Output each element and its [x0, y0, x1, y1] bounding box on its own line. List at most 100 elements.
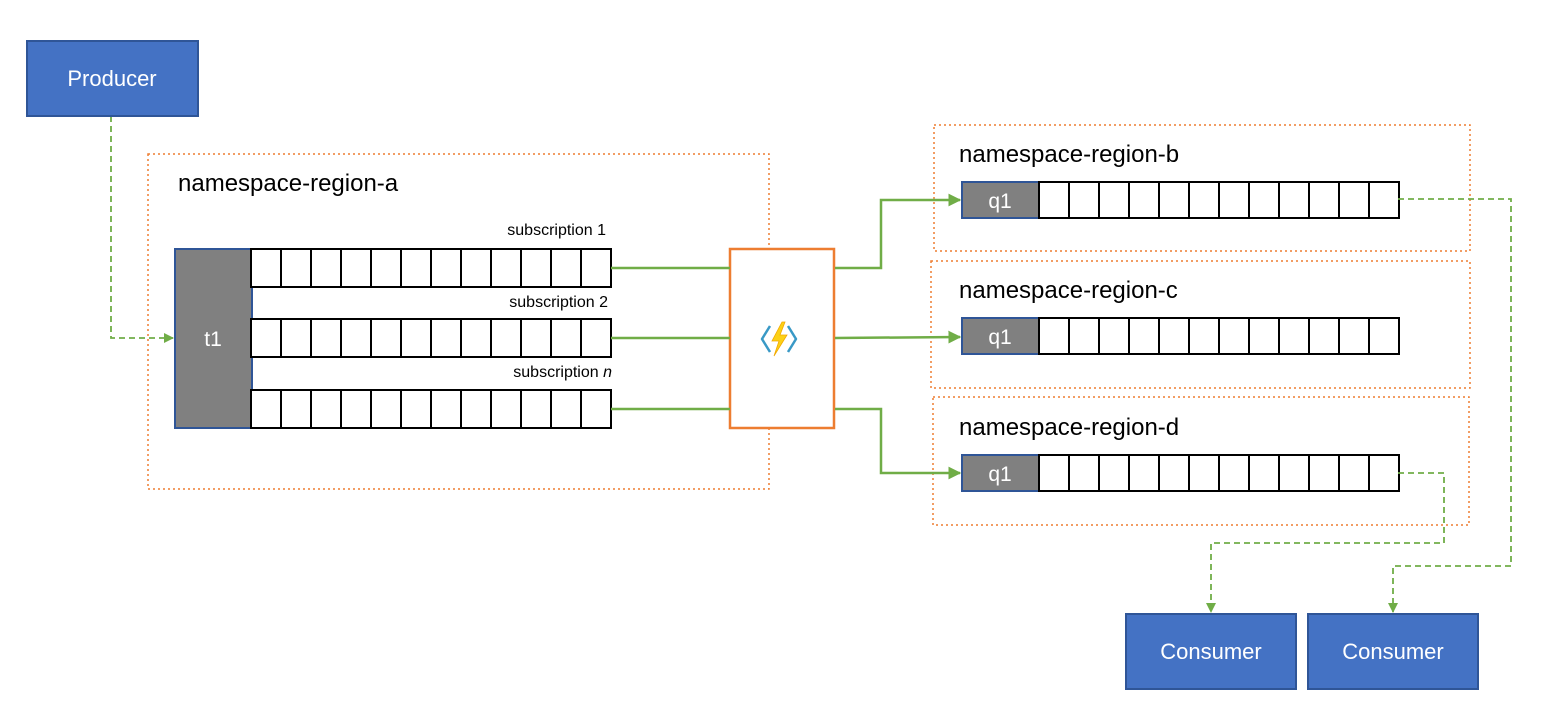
queue-q1-region-b-message-cell: [1158, 181, 1190, 219]
subscription-n-message-cell: [520, 389, 552, 429]
queue-q1-region-b-message-cell: [1278, 181, 1310, 219]
subscription-2-message-cell: [430, 318, 462, 358]
flow-function-to-region-b: [835, 193, 962, 270]
queue-q1-region-c-label: q1: [988, 326, 1011, 349]
queue-q1-region-c-message-cell: [1308, 317, 1340, 355]
subscription-n-message-cell: [310, 389, 342, 429]
queue-q1-region-d-message-cell: [1338, 454, 1370, 492]
subscription-2-message-cell: [310, 318, 342, 358]
subscription-1-message-cell: [580, 248, 612, 288]
subscription-2-message-cell: [550, 318, 582, 358]
queue-q1-region-c-message-cell: [1368, 317, 1400, 355]
namespace-region-c-label: namespace-region-c: [959, 277, 1178, 304]
namespace-region-a-label: namespace-region-a: [178, 170, 399, 197]
consumer-box-2: [1307, 613, 1479, 690]
queue-q1-region-d-message-cell: [1368, 454, 1400, 492]
queue-q1-region-c-message-cell: [1248, 317, 1280, 355]
flow-region-b-to-consumer: [1388, 198, 1512, 613]
subscription-1-message-cell: [460, 248, 492, 288]
subscription-1-message-cell: [250, 248, 282, 288]
namespace-region-d-container: [932, 396, 1470, 526]
consumer-box-1: [1125, 613, 1297, 690]
queue-q1-region-c-message-cell: [1038, 317, 1070, 355]
queue-q1-region-d-message-cell: [1248, 454, 1280, 492]
queue-q1-region-d-message-cell: [1278, 454, 1310, 492]
queue-q1-region-c-message-cell: [1068, 317, 1100, 355]
subscription-n-message-cell: [460, 389, 492, 429]
queue-q1-region-c-message-cell: [1128, 317, 1160, 355]
queue-q1-region-b-message-cell: [1038, 181, 1070, 219]
subscription-2-message-cell: [460, 318, 492, 358]
queue-q1-region-c-message-cell: [1158, 317, 1190, 355]
subscription-n-message-cell: [430, 389, 462, 429]
subscription-queues: [250, 248, 612, 429]
queue-q1-region-b-message-cell: [1128, 181, 1160, 219]
queue-q1-region-b-message-cell: [1068, 181, 1100, 219]
topic-t1-label: t1: [204, 328, 222, 351]
flow-function-to-region-d: [835, 407, 962, 480]
queue-q1-region-b-message-cell: [1218, 181, 1250, 219]
queue-q1-region-d-message-cell: [1308, 454, 1340, 492]
subscription-1-message-cell: [520, 248, 552, 288]
namespace-region-b-container: [933, 124, 1471, 252]
subscription-n-message-cell: [250, 389, 282, 429]
subscription-1-label: subscription 1: [507, 222, 606, 239]
queue-q1-region-b-message-cell: [1188, 181, 1220, 219]
flow-function-to-region-c: [834, 330, 962, 344]
queue-q1-region-b-message-cell: [1098, 181, 1130, 219]
queue-q1-region-b-label: q1: [988, 190, 1011, 213]
producer-label: Producer: [67, 66, 156, 91]
subscription-2-message-cell: [280, 318, 312, 358]
subscription-2-message-cell: [340, 318, 372, 358]
subscription-2-label: subscription 2: [509, 294, 608, 311]
subscription-1-message-cell: [490, 248, 522, 288]
subscription-1-message-cell: [310, 248, 342, 288]
queue-q1-region-d-message-cell: [1188, 454, 1220, 492]
queue-q1-region-b-message-cell: [1308, 181, 1340, 219]
subscription-n-message-cell: [400, 389, 432, 429]
queue-q1-region-c: [961, 317, 1040, 355]
azure-function-icon: [760, 321, 798, 357]
queue-q1-region-d-label: q1: [988, 463, 1011, 486]
subscription-1-message-cell: [370, 248, 402, 288]
queue-q1-region-c-message-cell: [1278, 317, 1310, 355]
namespace-region-d-label: namespace-region-d: [959, 414, 1179, 441]
queue-q1-region-d: [961, 454, 1040, 492]
topic-t1: [174, 248, 253, 429]
flow-region-d-to-consumer: [1206, 472, 1445, 613]
consumer-label-2: Consumer: [1342, 639, 1443, 664]
subscription-2-message-cell: [250, 318, 282, 358]
subscription-2-message-cell: [520, 318, 552, 358]
subscription-n-message-cell: [490, 389, 522, 429]
subscription-n-message-cell: [370, 389, 402, 429]
queue-q1-region-c-message-cell: [1338, 317, 1370, 355]
subscription-n-message-cell: [550, 389, 582, 429]
subscription-1-message-cell: [400, 248, 432, 288]
namespace-region-a-container: [147, 153, 770, 490]
subscription-n-message-cell: [340, 389, 372, 429]
queue-q1-region-c-message-cell: [1188, 317, 1220, 355]
queue-q1-region-d-message-cell: [1218, 454, 1250, 492]
queue-q1-region-b-message-cell: [1368, 181, 1400, 219]
subscription-2-message-cell: [490, 318, 522, 358]
queue-q1-region-c-message-cell: [1218, 317, 1250, 355]
subscription-2-message-cell: [580, 318, 612, 358]
flow-producer-to-topic: [110, 116, 174, 343]
subscription-1-message-cell: [280, 248, 312, 288]
subscription-n-label: subscription n: [513, 364, 612, 381]
queue-q1-region-b-message-cell: [1248, 181, 1280, 219]
subscription-2-message-cell: [370, 318, 402, 358]
subscription-1-message-cell: [340, 248, 372, 288]
subscription-2-message-cell: [400, 318, 432, 358]
queue-q1-region-d-message-cell: [1128, 454, 1160, 492]
queue-cells: [1038, 181, 1400, 492]
queue-q1-region-d-message-cell: [1098, 454, 1130, 492]
queue-q1-region-b-message-cell: [1338, 181, 1370, 219]
queue-q1-region-d-message-cell: [1158, 454, 1190, 492]
subscription-n-message-cell: [580, 389, 612, 429]
queue-q1-region-c-message-cell: [1098, 317, 1130, 355]
namespace-region-c-container: [930, 260, 1471, 389]
subscription-1-message-cell: [550, 248, 582, 288]
queue-q1-region-d-message-cell: [1068, 454, 1100, 492]
